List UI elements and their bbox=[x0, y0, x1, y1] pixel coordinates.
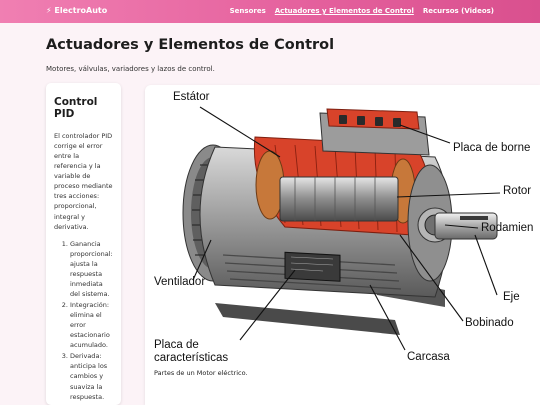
nav-link-recursos[interactable]: Recursos (Videos) bbox=[422, 7, 494, 15]
pid-actions-list: Ganancia proporcional: ajusta la respues… bbox=[54, 239, 113, 402]
motor-figure: Estátor Placa de borne Rotor Rodamien Ve… bbox=[145, 85, 540, 405]
list-item: Integración: elimina el error estacionar… bbox=[70, 300, 113, 350]
label-placa-caracteristicas-1: Placa de bbox=[154, 339, 199, 351]
figure-caption: Partes de un Motor eléctrico. bbox=[154, 369, 248, 377]
nav-link-actuadores[interactable]: Actuadores y Elementos de Control bbox=[274, 7, 414, 15]
top-navbar: ⚡ ElectroAuto Sensores Actuadores y Elem… bbox=[0, 0, 540, 23]
nav-link-sensores[interactable]: Sensores bbox=[229, 7, 266, 15]
list-item: Ganancia proporcional: ajusta la respues… bbox=[70, 239, 113, 299]
page-title: Actuadores y Elementos de Control bbox=[46, 37, 335, 53]
label-estator: Estátor bbox=[173, 91, 210, 103]
motor-illustration bbox=[182, 106, 501, 351]
page-subtitle: Motores, válvulas, variadores y lazos de… bbox=[46, 65, 215, 73]
label-placa-borne: Placa de borne bbox=[453, 142, 531, 154]
brand-logo[interactable]: ⚡ ElectroAuto bbox=[46, 6, 108, 15]
label-eje: Eje bbox=[503, 291, 520, 303]
label-carcasa: Carcasa bbox=[407, 351, 450, 363]
label-bobinado: Bobinado bbox=[465, 317, 514, 329]
pid-info-card: Control PID El controlador PID corrige e… bbox=[46, 83, 121, 405]
card-title: Control PID bbox=[54, 96, 98, 120]
card-intro: El controlador PID corrige el error entr… bbox=[54, 132, 113, 231]
label-rotor: Rotor bbox=[503, 185, 532, 197]
label-rodamiento: Rodamien bbox=[481, 222, 534, 234]
label-ventilador: Ventilador bbox=[154, 276, 206, 288]
nav-links: Sensores Actuadores y Elementos de Contr… bbox=[230, 7, 494, 15]
label-placa-caracteristicas-2: características bbox=[154, 352, 229, 364]
list-item: Derivada: anticipa los cambios y suaviza… bbox=[70, 351, 113, 401]
